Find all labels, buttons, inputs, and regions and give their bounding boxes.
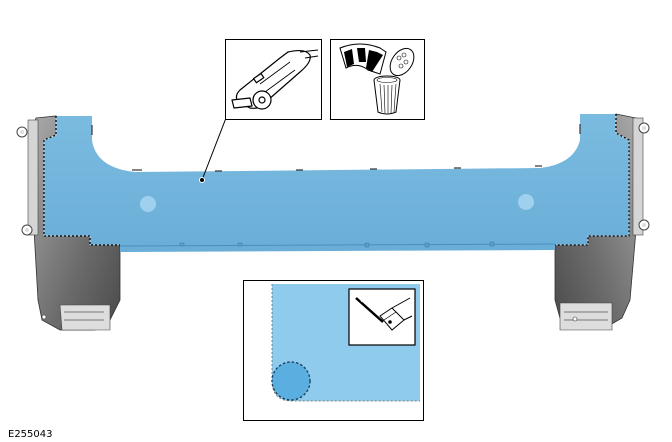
sensor-marker-left [140,196,156,212]
callout-cutting-tool [225,39,322,120]
waste-bin-icon [339,43,415,115]
callout-detail [243,280,424,421]
left-bumper-end [16,115,121,331]
drill-point-marker [271,361,311,401]
figure-id-label: E255043 [8,429,53,440]
sensor-marker-right [518,194,534,210]
repair-area [43,114,630,252]
drill-icon [355,295,413,331]
leader-line [199,117,227,183]
saw-tool-icon [231,49,319,110]
callout-disposal [330,39,425,120]
right-bumper-end [554,113,650,331]
